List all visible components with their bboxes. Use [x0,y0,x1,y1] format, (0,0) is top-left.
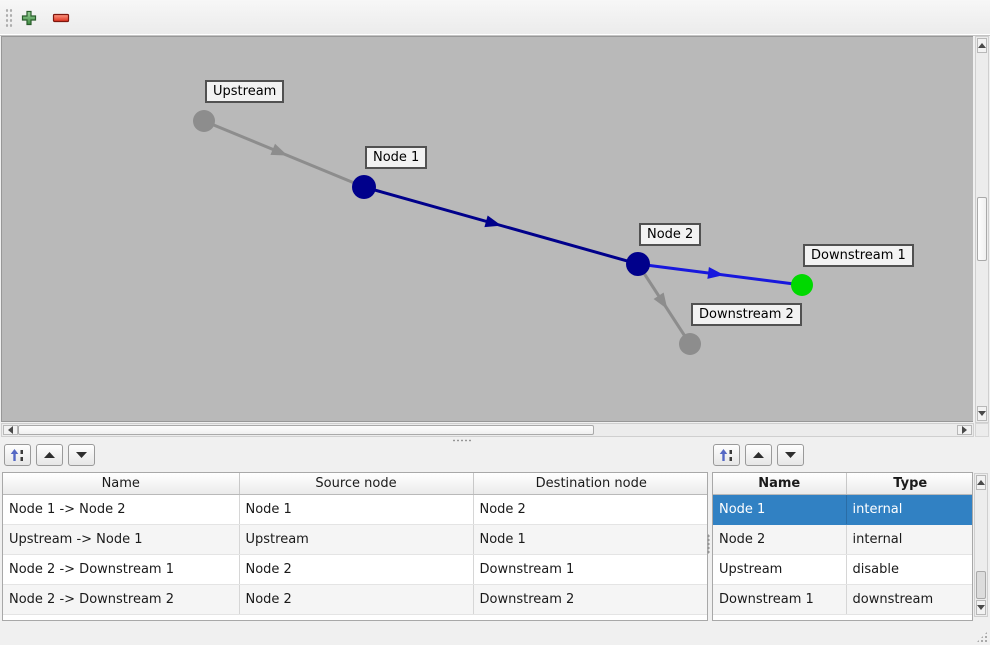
nodes-sort-button[interactable] [713,444,740,466]
vertical-splitter[interactable] [706,472,712,622]
add-button[interactable] [18,7,40,29]
scroll-down-button[interactable] [976,600,986,615]
scroll-up-button[interactable] [976,475,986,490]
column-header[interactable]: Type [846,473,972,495]
table-cell: internal [846,494,972,525]
table-cell: Node 2 -> Downstream 1 [3,554,240,585]
table-cell: Node 1 [473,524,707,555]
table-cell: Node 1 [239,494,474,525]
down-arrow-icon [76,452,87,458]
table-cell: Node 2 [473,494,707,525]
vertical-scrollbar-thumb[interactable] [976,571,986,599]
window-resize-grip[interactable] [976,631,988,643]
up-arrow-icon [44,452,55,458]
nodes-table-scrollbar[interactable] [974,473,988,617]
sort-ascending-icon [719,449,732,461]
sort-ascending-icon [10,449,23,461]
node-label[interactable]: Node 1 [365,146,428,169]
canvas-vertical-scrollbar[interactable] [975,36,989,423]
horizontal-scrollbar-thumb[interactable] [18,425,594,435]
node-label[interactable]: Upstream [205,80,285,103]
column-header[interactable]: Destination node [473,473,707,495]
column-header[interactable]: Source node [239,473,474,495]
table-cell: Node 2 -> Downstream 2 [3,584,240,615]
table-cell: Downstream 2 [473,584,707,615]
down-arrow-icon [978,411,986,416]
graph-node[interactable] [626,252,650,276]
up-arrow-icon [978,43,986,48]
edges-move-up-button[interactable] [36,444,63,466]
edges-move-down-button[interactable] [68,444,95,466]
table-cell: Node 2 [239,584,474,615]
graph-node[interactable] [352,175,376,199]
splitter-grip [452,439,472,442]
table-cell: Node 2 [239,554,474,585]
edge-arrow-icon [653,292,668,310]
edges-sort-button[interactable] [4,444,31,466]
canvas-horizontal-scrollbar[interactable] [1,423,974,437]
down-arrow-icon [977,605,985,610]
node-label[interactable]: Node 2 [639,223,702,246]
graph-node[interactable] [679,333,701,355]
scroll-right-button[interactable] [957,425,972,435]
table-cell: Upstream [239,524,474,555]
scroll-left-button[interactable] [3,425,18,435]
column-header[interactable]: Name [3,473,240,495]
down-arrow-icon [785,452,796,458]
nodes-move-down-button[interactable] [777,444,804,466]
table-cell: Upstream -> Node 1 [3,524,240,555]
up-arrow-icon [753,452,764,458]
node-label[interactable]: Downstream 2 [691,303,802,326]
node-label[interactable]: Downstream 1 [803,244,914,267]
edge-arrow-icon [484,215,502,228]
horizontal-splitter[interactable] [0,437,990,444]
graph-svg [193,110,813,355]
left-arrow-icon [8,426,13,434]
column-header[interactable]: Name [713,473,847,495]
toolbar-grip[interactable] [4,7,13,29]
up-arrow-icon [977,480,985,485]
scroll-down-button[interactable] [977,406,987,421]
scroll-up-button[interactable] [977,38,987,53]
graph-node[interactable] [193,110,215,132]
table-cell: Downstream 1 [713,584,847,615]
table-cell: downstream [846,584,972,615]
nodes-move-up-button[interactable] [745,444,772,466]
table-cell: Node 1 -> Node 2 [3,494,240,525]
table-cell: Node 2 [713,524,847,555]
table-cell: disable [846,554,972,585]
minus-icon [52,13,70,23]
vertical-scrollbar-thumb[interactable] [977,197,987,261]
table-cell: internal [846,524,972,555]
plus-icon [21,10,37,26]
main-toolbar [0,0,990,36]
table-cell: Downstream 1 [473,554,707,585]
splitter-grip [707,534,710,554]
remove-button[interactable] [50,7,72,29]
right-arrow-icon [962,426,967,434]
table-cell: Upstream [713,554,847,585]
graph-node[interactable] [791,274,813,296]
edge-arrow-icon [270,143,288,156]
scrollbar-corner [975,423,989,437]
edge-arrow-icon [707,267,725,279]
table-cell: Node 1 [713,494,847,525]
